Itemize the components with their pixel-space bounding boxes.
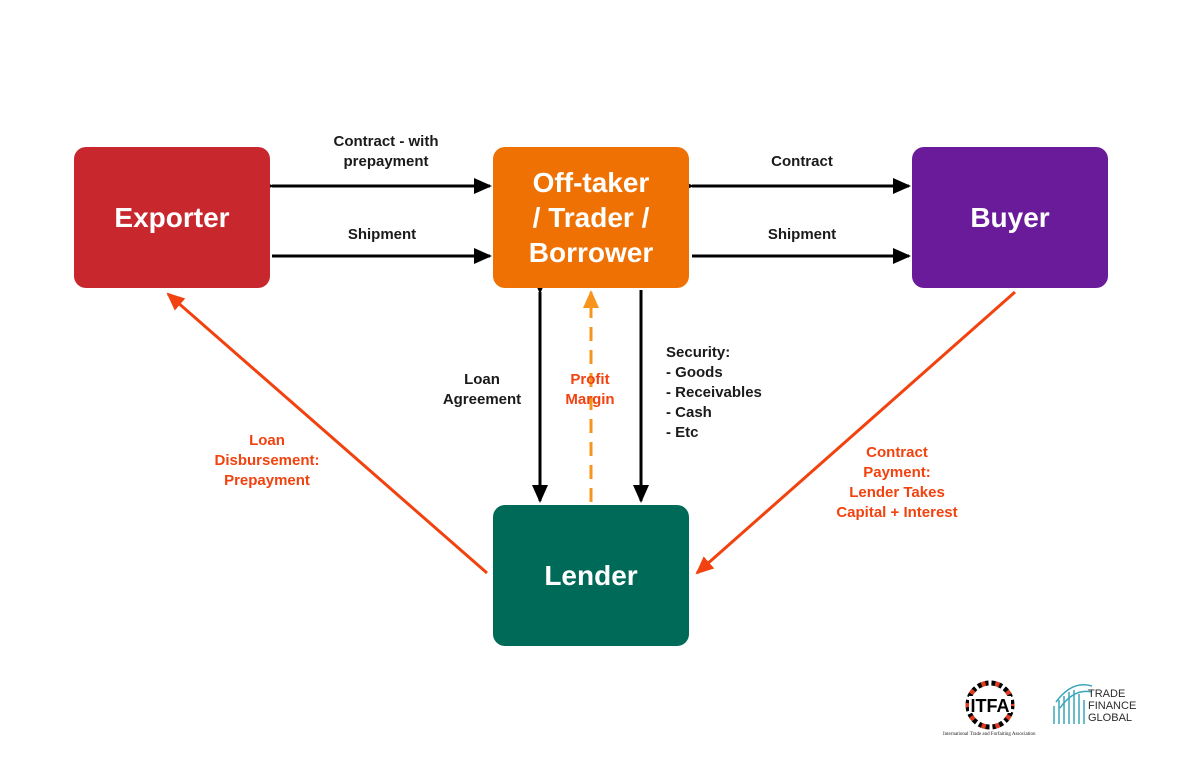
label-shipment-left: Shipment	[347, 226, 417, 243]
label-contract-payment: Contract Payment: Lender Takes Capital +…	[836, 444, 958, 521]
label-shipment-right: Shipment	[767, 226, 837, 243]
tfg-logo: TRADE FINANCE GLOBAL	[1050, 680, 1150, 730]
itfa-logo: ITFA International Trade and Forfaiting …	[940, 678, 1040, 738]
label-contract-right: Contract	[771, 153, 833, 170]
itfa-caption: International Trade and Forfaiting Assoc…	[943, 732, 1036, 737]
edge-loan-disbursement	[166, 292, 488, 575]
label-loan-agreement: Loan Agreement	[442, 371, 522, 408]
tfg-text: TRADE FINANCE GLOBAL	[1088, 688, 1137, 724]
node-lender: Lender	[493, 505, 689, 646]
itfa-emblem-icon: ITFA	[965, 680, 1015, 730]
itfa-text: ITFA	[971, 696, 1010, 716]
node-buyer: Buyer	[912, 147, 1108, 288]
label-security: Security: - Goods - Receivables - Cash -…	[666, 344, 762, 441]
node-offtaker-label: Off-taker / Trader / Borrower	[528, 167, 654, 268]
label-contract-prepayment: Contract - with prepayment	[333, 133, 439, 170]
tfg-wave-icon	[1053, 684, 1093, 724]
node-offtaker: Off-taker / Trader / Borrower	[493, 147, 689, 288]
edge-contract-payment	[695, 290, 1016, 575]
node-exporter: Exporter	[74, 147, 270, 288]
label-profit-margin: Profit Margin	[565, 371, 615, 408]
node-lender-label: Lender	[544, 559, 638, 591]
node-buyer-label: Buyer	[970, 201, 1050, 233]
label-loan-disbursement: Loan Disbursement: Prepayment	[214, 432, 320, 489]
node-exporter-label: Exporter	[114, 201, 230, 233]
